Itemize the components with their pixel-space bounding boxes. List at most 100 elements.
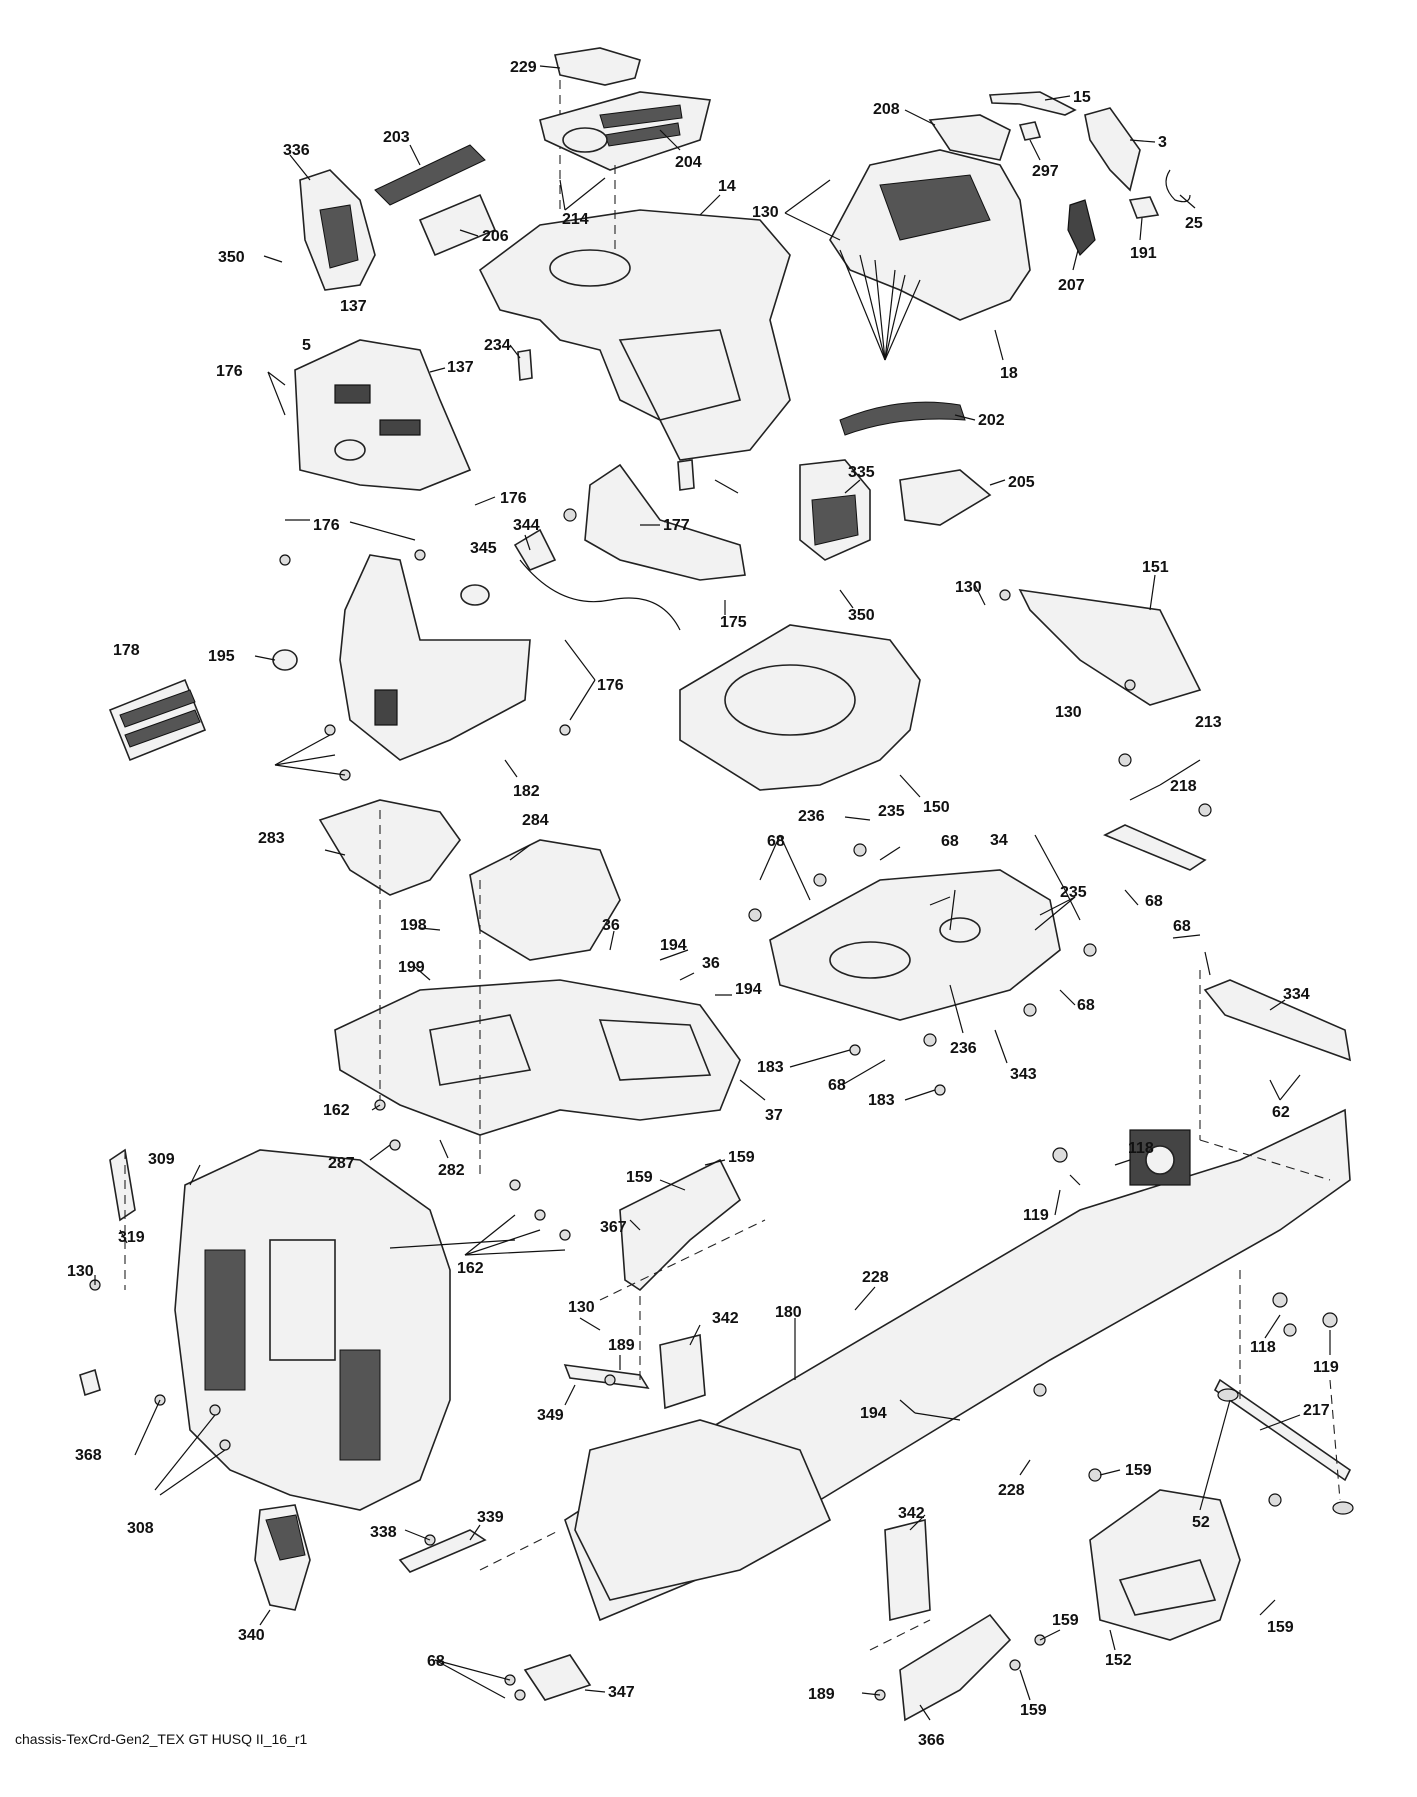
callout: 15: [1073, 89, 1091, 106]
callout: 308: [127, 1520, 154, 1537]
callout: 68: [1173, 918, 1191, 935]
part-345-plug: [460, 584, 490, 606]
callout: 68: [767, 833, 785, 850]
alignment-lines: [124, 165, 1341, 1651]
part-217-axle-rod: [1213, 1378, 1352, 1482]
callout: 282: [438, 1162, 465, 1179]
callout: 367: [600, 1219, 627, 1236]
callout: 205: [1008, 474, 1035, 491]
callout: 350: [848, 607, 875, 624]
part-182-front-cover: [339, 554, 531, 761]
part-347-bracket: [523, 1654, 592, 1701]
callout: 36: [702, 955, 720, 972]
callout: 319: [118, 1229, 145, 1246]
callout: 207: [1058, 277, 1085, 294]
callout: 344: [513, 517, 540, 534]
part-203-grille: [374, 144, 486, 206]
callout: 118: [1250, 1339, 1276, 1356]
part-340-grille: [254, 1504, 311, 1611]
callout: 342: [898, 1505, 925, 1522]
callout: 36: [602, 917, 620, 934]
callout: 287: [328, 1155, 355, 1172]
callout: 130: [1055, 704, 1082, 721]
callout: 162: [323, 1102, 350, 1119]
callout: 130: [568, 1299, 595, 1316]
part-339-lever: [398, 1529, 487, 1573]
callout: 52: [1192, 1514, 1210, 1531]
callout: 25: [1185, 215, 1203, 232]
callout: 228: [862, 1269, 889, 1286]
part-319-bumper: [109, 1148, 136, 1222]
leader-lines: [94, 65, 1331, 1721]
part-297-clip: [1018, 121, 1042, 141]
callout: 183: [868, 1092, 895, 1109]
part-18-front-panel: [829, 149, 1031, 321]
callout: 182: [513, 783, 540, 800]
callout: 137: [447, 359, 474, 376]
callout: 162: [457, 1260, 484, 1277]
callout: 130: [955, 579, 982, 596]
callout: 203: [383, 129, 410, 146]
part-207-knob: [1067, 199, 1096, 257]
callout: 198: [400, 917, 427, 934]
part-202-front-grille: [839, 401, 966, 436]
callout: 234: [484, 337, 511, 354]
callout: 119: [1313, 1359, 1339, 1376]
part-366-bracket: [899, 1613, 1012, 1722]
part-15-trim: [988, 91, 1077, 116]
part-234-clip: [517, 349, 695, 491]
callout: 366: [918, 1732, 945, 1749]
part-204-hood-top: [539, 91, 711, 171]
callout: 159: [626, 1169, 653, 1186]
callout: 159: [1020, 1702, 1047, 1719]
callout: 236: [798, 808, 825, 825]
callout: 217: [1303, 1402, 1330, 1419]
callout: 152: [1105, 1652, 1132, 1669]
callout: 350: [218, 249, 245, 266]
callout: 338: [370, 1524, 397, 1541]
callout: 309: [148, 1151, 175, 1168]
part-14-hood: [478, 209, 791, 461]
part-152-seat-pan: [1089, 1489, 1241, 1641]
part-151-bracket: [1018, 588, 1202, 706]
callout: 206: [482, 228, 509, 245]
callout: 342: [712, 1310, 739, 1327]
part-178-vent: [108, 678, 207, 762]
callout: 37: [765, 1107, 783, 1124]
callout: 283: [258, 830, 285, 847]
callout: 159: [728, 1149, 755, 1166]
callout: 176: [500, 490, 527, 507]
part-368-pad: [79, 1368, 101, 1397]
callout: 214: [562, 211, 589, 228]
part-342-bracket-lower: [884, 1518, 931, 1622]
callout: 284: [522, 812, 549, 829]
callout: 68: [1077, 997, 1095, 1014]
callout: 183: [757, 1059, 784, 1076]
callout: 340: [238, 1627, 265, 1644]
callout: 151: [1142, 559, 1169, 576]
callout: 119: [1023, 1207, 1049, 1224]
part-191-tab: [1128, 196, 1160, 219]
part-208-light: [928, 114, 1011, 161]
part-175-bracket: [584, 463, 746, 581]
part-150-deck-cover: [679, 624, 921, 791]
callout: 297: [1032, 163, 1059, 180]
callout: 339: [477, 1509, 504, 1526]
part-342-bracket-upper: [659, 1333, 706, 1410]
callout: 235: [878, 803, 905, 820]
callout: 34: [990, 832, 1008, 849]
callout: 189: [608, 1337, 635, 1354]
part-25-hook: [1165, 169, 1191, 203]
callout: 159: [1125, 1462, 1152, 1479]
part-218-bar: [1103, 824, 1207, 871]
callout: 347: [608, 1684, 635, 1701]
fasteners: [89, 508, 1338, 1701]
part-3-lens: [1084, 107, 1141, 192]
callout: 228: [998, 1482, 1025, 1499]
callout: 18: [1000, 365, 1018, 382]
callout: 175: [720, 614, 747, 631]
callout: 180: [775, 1304, 802, 1321]
part-206-bracket: [418, 193, 497, 257]
callout: 208: [873, 101, 900, 118]
